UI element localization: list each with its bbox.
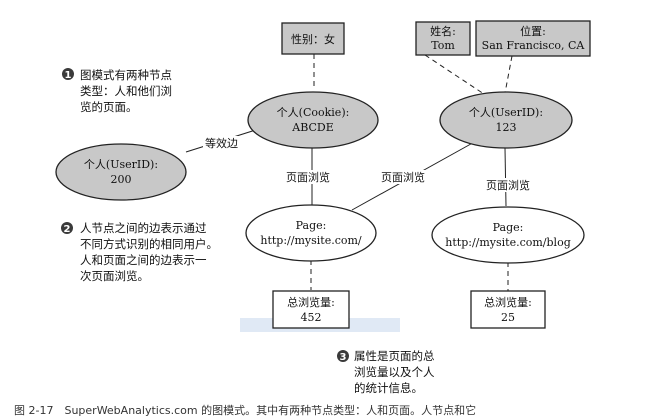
note-1-number: 1 (65, 70, 72, 81)
node-person-userid-top-value: 123 (496, 121, 517, 134)
node-page-blog (431, 206, 585, 264)
note-1: 1 图模式有两种节点 类型：人和他们浏 览的页面。 (62, 68, 172, 114)
note-2: 2 人节点之间的边表示通过 不同方式识别的相同用户。 人和页面之间的边表示一 次… (61, 221, 218, 283)
property-box-gender (281, 22, 345, 55)
property-gender-text: 性别：女 (291, 32, 335, 46)
edge-pageview-right (504, 147, 507, 207)
property-name-label: 姓名: (430, 24, 456, 38)
property-box-location (475, 20, 591, 57)
note-1-line-3: 览的页面。 (80, 100, 138, 114)
node-page-home (245, 204, 377, 262)
note-2-badge (61, 222, 73, 234)
edge-label-pageview-cross: 页面浏览 (381, 170, 425, 184)
note-2-line-4: 次页面浏览。 (80, 269, 149, 283)
edge-label-equivalence: 等效边 (205, 136, 238, 150)
property-views2-label: 总浏览量: (484, 295, 532, 309)
property-box-views2 (470, 290, 546, 329)
note-3: 3 属性是页面的总 浏览量以及个人 的统计信息。 (337, 349, 435, 395)
note-1-badge (62, 68, 74, 80)
node-page-blog-url: http://mysite.com/blog (445, 236, 570, 249)
note-2-number: 2 (64, 224, 71, 235)
node-page-blog-label: Page: (493, 221, 524, 234)
property-box-views1 (272, 290, 350, 329)
node-page-home-label: Page: (296, 219, 327, 232)
note-3-badge (337, 350, 349, 362)
node-person-cookie-label: 个人(Cookie): (277, 106, 350, 119)
note-2-line-3: 人和页面之间的边表示一 (80, 253, 207, 267)
property-views1-value: 452 (301, 311, 322, 324)
property-location-label: 位置: (520, 24, 546, 38)
property-edge-name (424, 54, 491, 99)
edge-label-bg (380, 170, 430, 184)
node-person-userid-left-label: 个人(UserID): (84, 158, 158, 171)
property-location-value: San Francisco, CA (482, 39, 586, 52)
note-3-number: 3 (340, 352, 347, 363)
note-3-line-2: 浏览量以及个人 (354, 365, 435, 379)
node-person-userid-top-label: 个人(UserID): (469, 106, 543, 119)
node-person-userid-top (439, 91, 573, 149)
property-box-name (415, 21, 471, 56)
edge-label-bg (203, 136, 243, 150)
edge-label-bg (285, 170, 335, 184)
property-views1-label: 总浏览量: (287, 295, 335, 309)
note-2-line-1: 人节点之间的边表示通过 (80, 221, 207, 235)
note-1-line-1: 图模式有两种节点 (80, 68, 172, 82)
property-edge-location (504, 55, 513, 94)
note-3-line-1: 属性是页面的总 (354, 349, 435, 363)
figure-caption: 图 2-17 SuperWebAnalytics.com 的图模式。其中有两种节… (14, 403, 476, 417)
node-person-cookie-value: ABCDE (291, 121, 334, 134)
node-person-userid-left-value: 200 (111, 173, 132, 186)
property-name-value: Tom (431, 39, 455, 52)
edge-label-pageview-right: 页面浏览 (486, 178, 530, 192)
property-views2-value: 25 (501, 311, 515, 324)
note-2-line-2: 不同方式识别的相同用户。 (80, 237, 218, 251)
node-person-cookie (247, 91, 379, 149)
edge-label-bg (485, 178, 535, 192)
edge-label-pageview-left: 页面浏览 (286, 170, 330, 184)
node-page-home-url: http://mysite.com/ (260, 234, 362, 247)
note-1-line-2: 类型：人和他们浏 (80, 84, 172, 98)
node-person-userid-left (55, 143, 187, 201)
note-3-line-3: 的统计信息。 (354, 381, 423, 395)
